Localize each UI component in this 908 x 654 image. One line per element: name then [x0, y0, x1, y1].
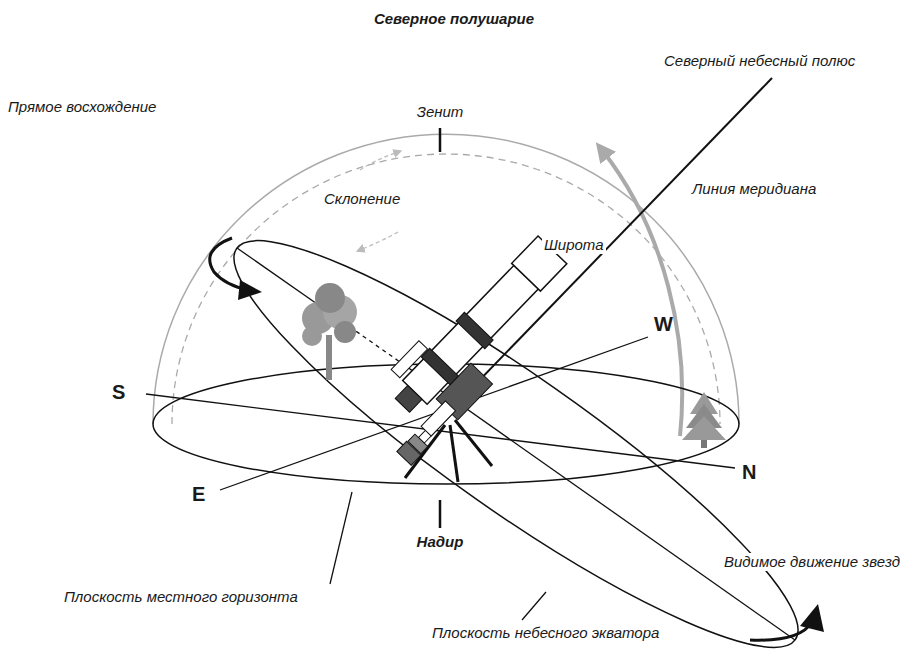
declination-arrow — [360, 152, 398, 170]
plane-label: Плоскость небесного экватора — [430, 624, 661, 642]
pine-tree — [682, 392, 726, 448]
meridian-label: Линия меридиана — [690, 180, 818, 198]
arrowhead — [238, 280, 262, 300]
zenith-label: Зенит — [415, 103, 466, 121]
polar-axis — [470, 78, 772, 390]
deciduous-tree — [302, 283, 357, 380]
arrowhead — [800, 604, 824, 632]
leader-line — [330, 492, 352, 584]
east-west-line — [220, 337, 648, 490]
nadir-label: Надир — [415, 533, 466, 551]
pole-label: Северный небесный полюс — [662, 52, 857, 70]
latitude-label: Широта — [542, 236, 606, 254]
celestial-equator — [198, 193, 835, 654]
compass-letter: E — [190, 482, 207, 506]
axis-label: Прямое восхождение — [6, 98, 158, 116]
compass-letter: W — [652, 312, 675, 336]
compass-letter: S — [110, 380, 127, 404]
latitude-arrow — [602, 150, 682, 436]
plane-label: Плоскость местного горизонта — [62, 588, 300, 606]
leader-line — [522, 592, 546, 620]
zenith-tick — [439, 128, 442, 152]
declination-arrow — [360, 232, 398, 250]
meridian-dashed — [172, 154, 720, 424]
compass-letter: N — [740, 460, 758, 484]
axis-label: Склонение — [322, 190, 402, 208]
diagram-title: Северное полушарие — [374, 10, 534, 27]
equator-axis — [420, 376, 795, 640]
telescope — [353, 227, 588, 482]
nadir-tick — [439, 500, 442, 528]
motion-label: Видимое движение звезд — [722, 553, 902, 571]
